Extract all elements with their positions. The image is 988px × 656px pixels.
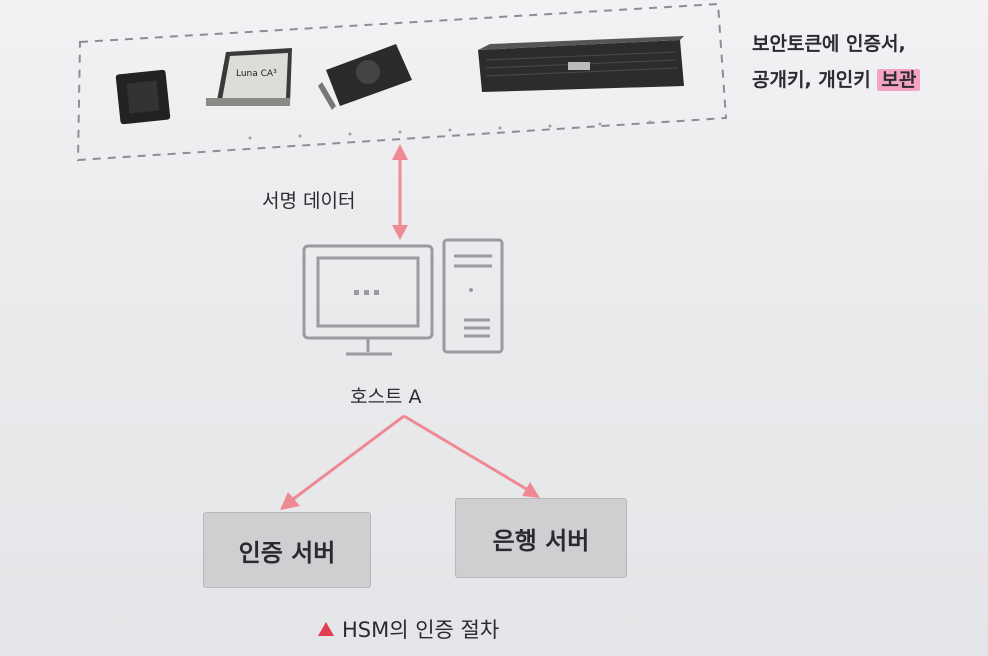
auth-server-box: 인증 서버 (203, 512, 371, 588)
device-container (76, 2, 728, 162)
storage-caption: 보안토큰에 인증서, 공개키, 개인키 보관 (752, 26, 982, 98)
host-to-servers-arrows (280, 414, 540, 510)
device-dots (248, 120, 652, 140)
auth-server-label: 인증 서버 (238, 538, 336, 567)
pcmcia-card-device: Luna CA³ (206, 48, 292, 106)
caption-line-2-text: 공개키, 개인키 (752, 69, 871, 91)
caption-highlight: 보관 (877, 69, 921, 91)
caption-line-1: 보안토큰에 인증서, (752, 33, 906, 55)
rack-hsm-device (478, 36, 684, 92)
card-label: Luna CA³ (236, 69, 277, 79)
monitor-icon (302, 244, 434, 356)
monitor-dots (354, 290, 379, 295)
caption-line-2: 공개키, 개인키 보관 (752, 62, 982, 98)
signature-data-arrow (392, 144, 408, 240)
bank-server-box: 은행 서버 (455, 498, 627, 578)
signature-data-label: 서명 데이터 (262, 190, 356, 212)
bank-server-label: 은행 서버 (492, 526, 590, 555)
host-label: 호스트 A (350, 386, 422, 408)
pci-card-device (318, 44, 412, 110)
pc-tower-icon (442, 238, 504, 354)
triangle-marker-icon (318, 622, 334, 636)
figure-title-text: HSM의 인증 절차 (342, 618, 500, 642)
figure-title: HSM의 인증 절차 (318, 614, 499, 644)
usb-token-device (115, 69, 171, 125)
tower-button (469, 288, 473, 292)
